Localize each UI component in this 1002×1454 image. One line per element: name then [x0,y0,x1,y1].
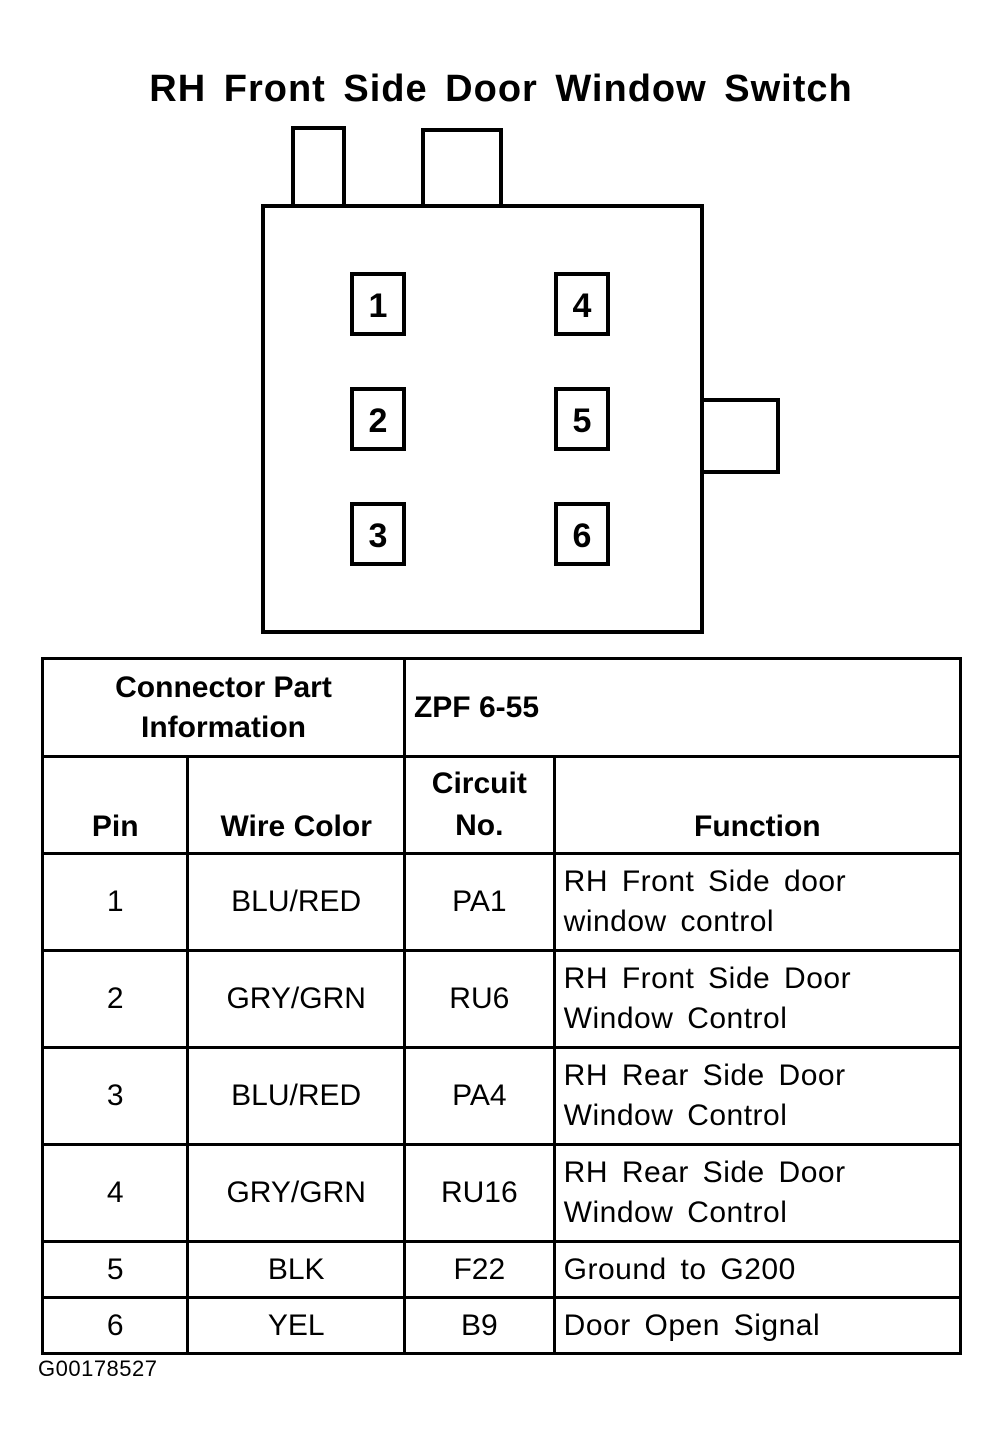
connector-side-key [700,398,780,474]
pin-cavity-4: 4 [554,272,610,336]
pin-label-2: 2 [369,402,388,440]
row-function: RH Rear Side Door Window Control [552,1046,963,1146]
row-circuit: PA4 [402,1046,556,1146]
row-pin: 4 [40,1143,190,1243]
row-wire-color: GRY/GRN [186,1143,406,1243]
row-function-line1: RH Rear Side Door [563,1059,846,1092]
pin-cavity-2: 2 [350,387,406,451]
connector-tab-center [421,128,503,208]
row-pin: 2 [40,949,190,1049]
part-info-row: Connector Part Information ZPF 6-55 [41,657,963,758]
row-pin: 6 [40,1296,190,1355]
row-wire-color: BLU/RED [186,1046,406,1146]
figure-id: G00178527 [38,1356,158,1381]
part-info-value: ZPF 6-55 [402,657,963,758]
table-row: 5 BLK F22 Ground to G200 [40,1240,963,1299]
row-circuit: B9 [402,1296,556,1355]
row-function-line1: RH Front Side Door [563,962,852,995]
table-row: 3 BLU/RED PA4 RH Rear Side Door Window C… [40,1046,963,1146]
row-wire-color: GRY/GRN [186,949,406,1049]
pin-label-5: 5 [573,402,592,440]
table-row: 4 GRY/GRN RU16 RH Rear Side Door Window … [40,1143,963,1243]
row-circuit: RU6 [402,949,556,1049]
row-function-line2: Window Control [563,1099,788,1132]
row-wire-color: BLU/RED [186,852,406,952]
row-circuit: PA1 [402,852,556,952]
pin-label-3: 3 [369,517,388,555]
row-circuit: RU16 [402,1143,556,1243]
header-circuit-line1: Circuit [431,767,527,800]
row-circuit: F22 [402,1240,556,1299]
row-function: Ground to G200 [552,1240,963,1299]
pin-label-6: 6 [573,517,592,555]
header-circuit-line2: No. [455,809,504,842]
header-circuit: Circuit No. [402,755,556,855]
row-function-line2: Window Control [563,1196,788,1229]
connector-diagram: 1 2 3 4 5 6 [261,126,780,634]
header-function: Function [552,755,963,855]
row-function-line2: window control [563,905,775,938]
connector-tab-left [291,126,346,208]
part-info-label: Connector Part Information [41,657,406,758]
row-pin: 5 [40,1240,190,1299]
row-wire-color: BLK [186,1240,406,1299]
row-function: RH Rear Side Door Window Control [552,1143,963,1243]
pin-cavity-1: 1 [350,272,406,336]
row-function-line2: Window Control [563,1002,788,1035]
table-row: 6 YEL B9 Door Open Signal [40,1296,963,1355]
pin-cavity-3: 3 [350,502,406,566]
row-pin: 3 [40,1046,190,1146]
header-wire-color: Wire Color [186,755,406,855]
row-wire-color: YEL [186,1296,406,1355]
table-row: 2 GRY/GRN RU6 RH Front Side Door Window … [40,949,963,1049]
connector-body [261,204,704,634]
header-row: Pin Wire Color Circuit No. Function [40,755,963,855]
pin-label-1: 1 [369,287,388,325]
pin-cavity-5: 5 [554,387,610,451]
table-row: 1 BLU/RED PA1 RH Front Side door window … [40,852,963,952]
row-function: RH Front Side Door Window Control [552,949,963,1049]
row-pin: 1 [40,852,190,952]
pin-label-4: 4 [573,287,592,325]
row-function: Door Open Signal [552,1296,963,1355]
pin-cavity-6: 6 [554,502,610,566]
diagram-title: RH Front Side Door Window Switch [149,68,853,110]
row-function-line1: RH Rear Side Door [563,1156,846,1189]
pinout-table: Connector Part Information ZPF 6-55 Pin … [40,657,963,1355]
header-pin: Pin [40,755,190,855]
row-function: RH Front Side door window control [552,852,963,952]
row-function-line1: RH Front Side door [563,865,847,898]
